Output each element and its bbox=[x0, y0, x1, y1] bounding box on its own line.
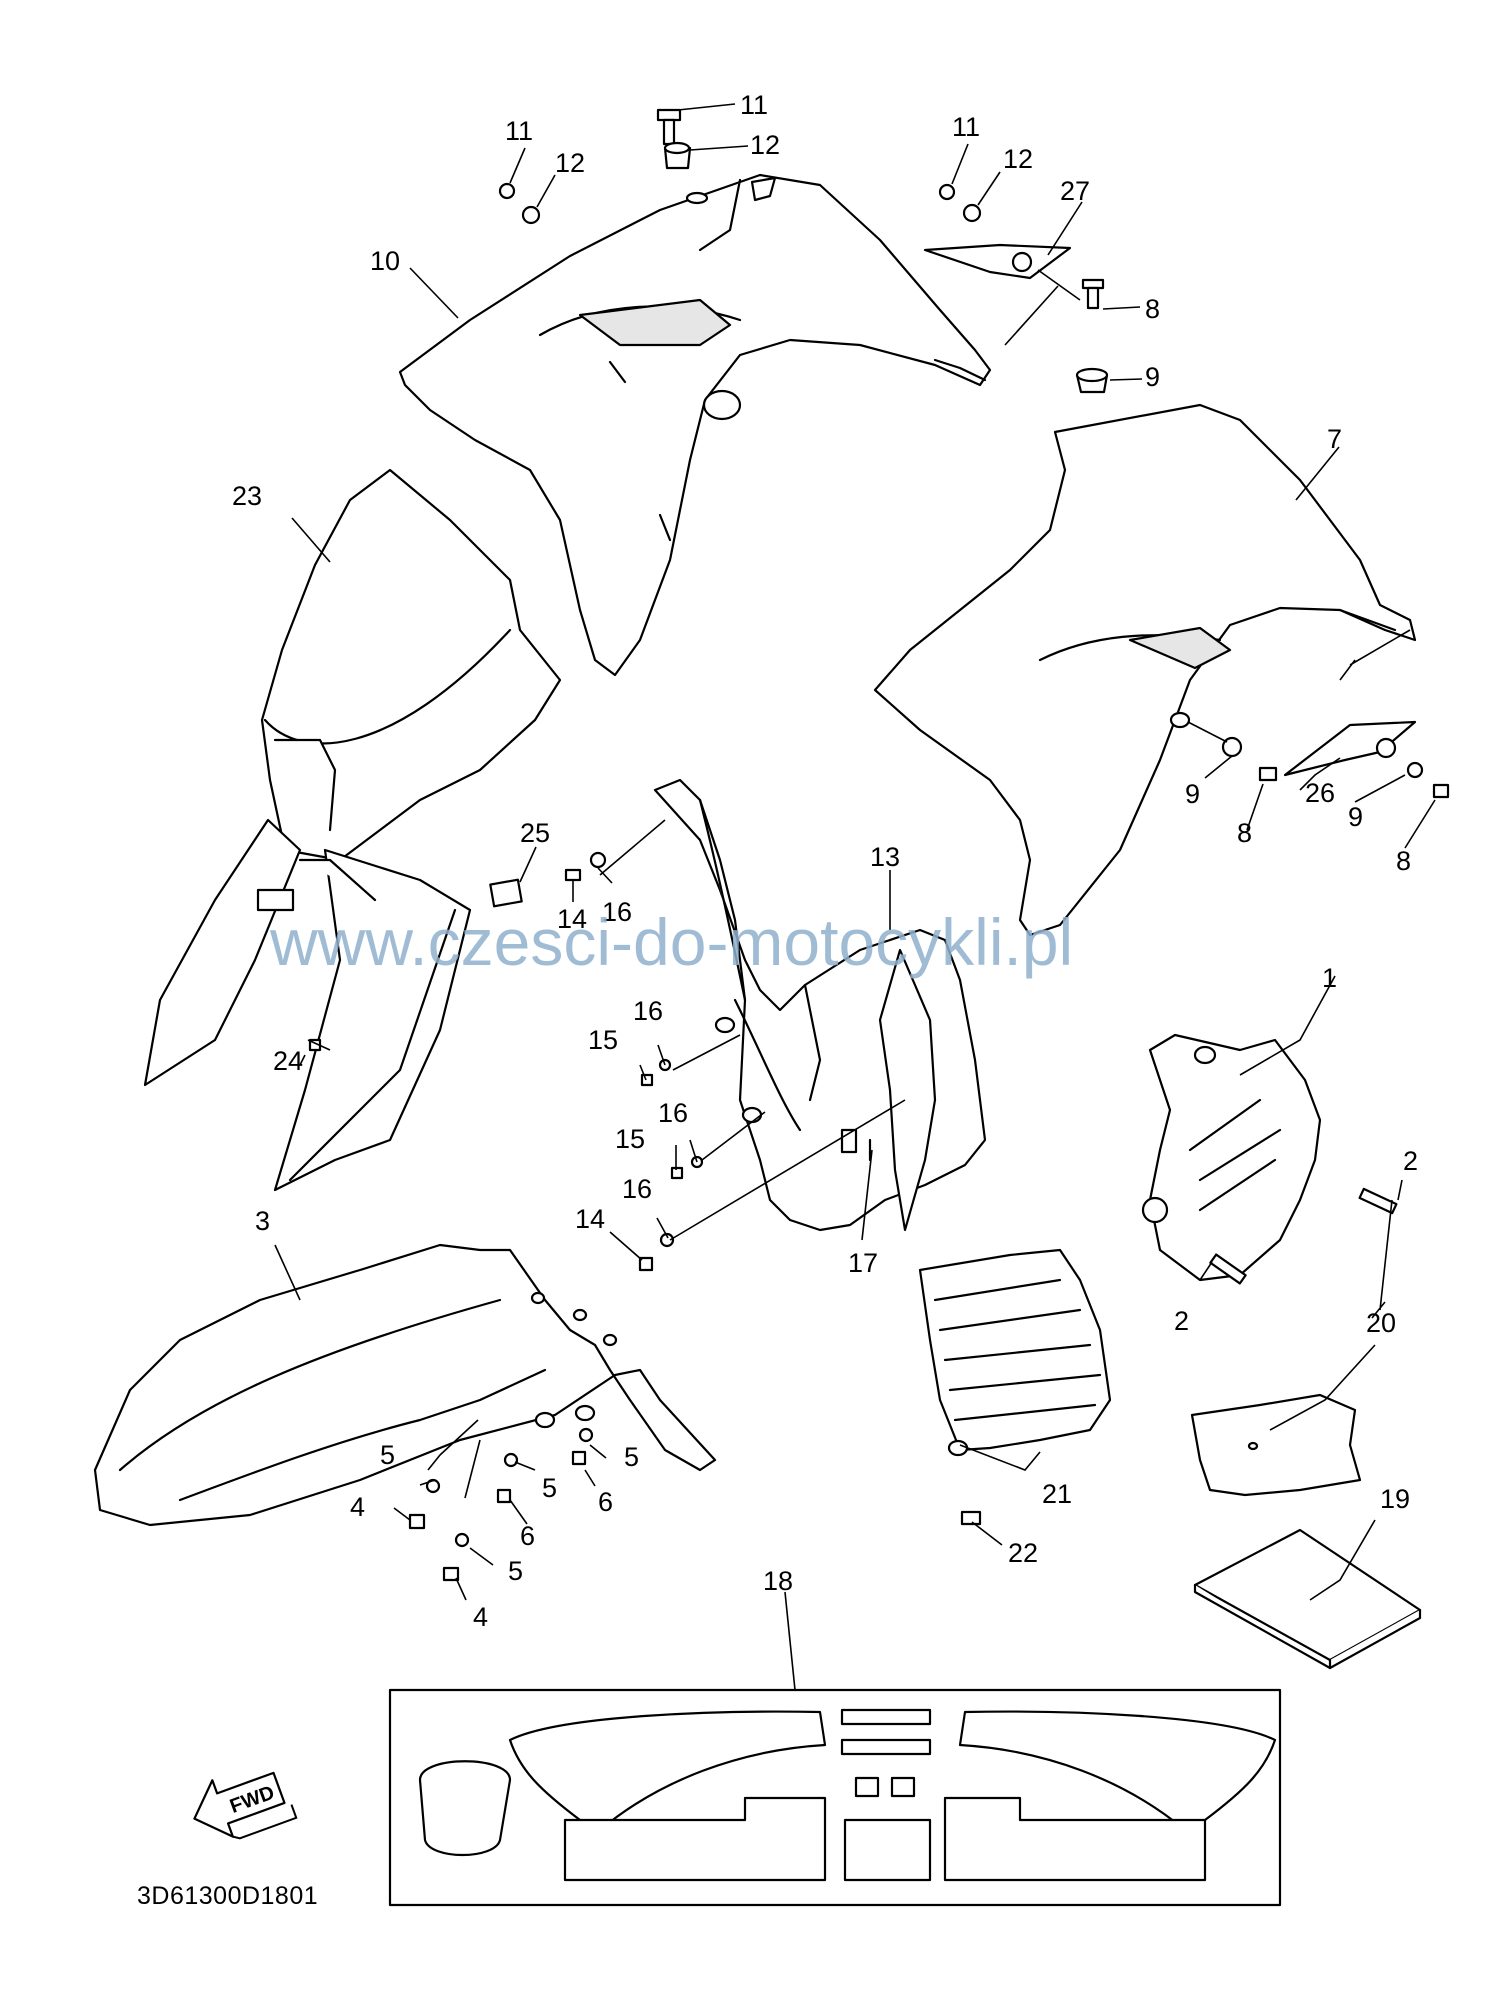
watermark-text: www.czesci-do-motocykli.pl bbox=[269, 905, 1073, 979]
callout-9: 9 bbox=[1145, 362, 1160, 392]
drawing-code: 3D61300D1801 bbox=[137, 1882, 318, 1910]
callout-19: 19 bbox=[1380, 1484, 1410, 1514]
callout-6: 6 bbox=[598, 1487, 613, 1517]
callout-4: 4 bbox=[473, 1602, 488, 1632]
callout-16: 16 bbox=[602, 897, 632, 927]
callout-11: 11 bbox=[952, 112, 980, 142]
callout-15: 15 bbox=[615, 1124, 645, 1154]
callout-12: 12 bbox=[555, 148, 585, 178]
callout-23: 23 bbox=[232, 481, 262, 511]
cowl-bracket-part-27 bbox=[923, 243, 1072, 280]
callout-5: 5 bbox=[624, 1442, 639, 1472]
callout-5: 5 bbox=[508, 1556, 523, 1586]
callout-11: 11 bbox=[740, 90, 768, 120]
side-cover-part-1 bbox=[1141, 1033, 1322, 1282]
callout-16: 16 bbox=[622, 1174, 652, 1204]
callout-3: 3 bbox=[255, 1206, 270, 1236]
front-fender-part-3 bbox=[93, 1243, 717, 1527]
callout-13: 13 bbox=[870, 842, 900, 872]
callout-labels: 1 2 2 3 4 4 5 5 5 5 6 6 7 8 8 8 9 9 9 10… bbox=[232, 90, 1418, 1632]
decal-set-part-18 bbox=[388, 1688, 1282, 1907]
callout-16: 16 bbox=[633, 996, 663, 1026]
callout-8: 8 bbox=[1237, 818, 1252, 848]
callout-9: 9 bbox=[1185, 779, 1200, 809]
callout-14: 14 bbox=[575, 1204, 605, 1234]
callout-7: 7 bbox=[1327, 424, 1342, 454]
callout-2: 2 bbox=[1174, 1306, 1189, 1336]
clip-part-25 bbox=[489, 878, 523, 908]
callout-26: 26 bbox=[1305, 778, 1335, 808]
callout-5: 5 bbox=[542, 1473, 557, 1503]
callout-20: 20 bbox=[1366, 1308, 1396, 1338]
callout-1: 1 bbox=[1322, 963, 1337, 993]
callout-12: 12 bbox=[1003, 144, 1033, 174]
callout-27: 27 bbox=[1060, 176, 1090, 206]
headlight-cowl-part-23 bbox=[143, 468, 562, 1192]
callout-17: 17 bbox=[848, 1248, 878, 1278]
callout-2: 2 bbox=[1403, 1146, 1418, 1176]
callout-11: 11 bbox=[505, 116, 533, 146]
callout-22: 22 bbox=[1008, 1538, 1038, 1568]
pad-part-20 bbox=[1190, 1393, 1362, 1497]
callout-15: 15 bbox=[588, 1025, 618, 1055]
callout-21: 21 bbox=[1042, 1479, 1072, 1509]
callout-25: 25 bbox=[520, 818, 550, 848]
leader-lines bbox=[274, 103, 1436, 1691]
side-cowl-right-part-7 bbox=[873, 403, 1417, 937]
inner-panel-part-13 bbox=[653, 778, 987, 1232]
callout-8: 8 bbox=[1145, 294, 1160, 324]
callout-24: 24 bbox=[273, 1046, 303, 1076]
callout-9: 9 bbox=[1348, 802, 1363, 832]
booklet-part-19 bbox=[1193, 1528, 1422, 1670]
cowl-bracket-part-26 bbox=[1283, 720, 1417, 777]
radiator-louver-part-21 bbox=[918, 1248, 1112, 1457]
callout-14: 14 bbox=[557, 904, 587, 934]
callout-8: 8 bbox=[1396, 846, 1411, 876]
callout-6: 6 bbox=[520, 1521, 535, 1551]
hardware-fasteners bbox=[308, 108, 1450, 1582]
callout-12: 12 bbox=[750, 130, 780, 160]
callout-4: 4 bbox=[350, 1492, 365, 1522]
callout-10: 10 bbox=[370, 246, 400, 276]
forward-arrow-icon: FWD bbox=[193, 1771, 298, 1840]
callout-5: 5 bbox=[380, 1440, 395, 1470]
callout-16: 16 bbox=[658, 1098, 688, 1128]
callout-18: 18 bbox=[763, 1566, 793, 1596]
side-cowl-left-part-10 bbox=[398, 173, 992, 677]
